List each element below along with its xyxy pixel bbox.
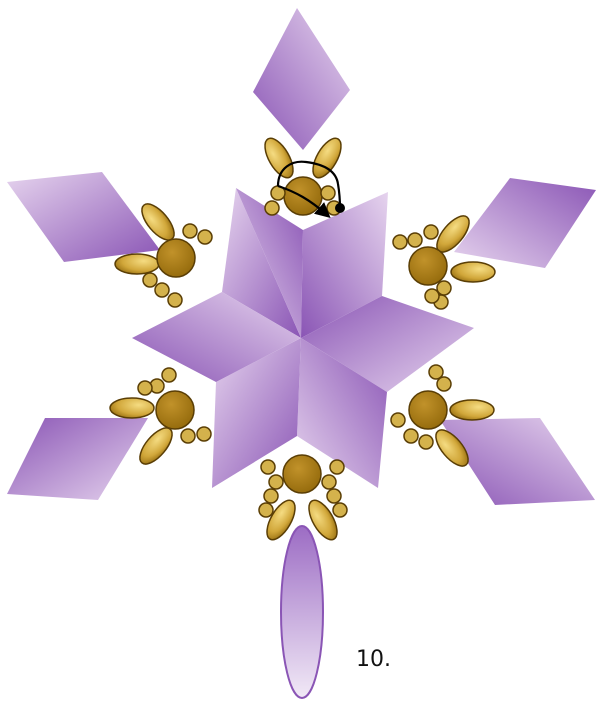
seed-bead xyxy=(391,413,405,427)
rice-bead xyxy=(115,254,159,274)
round-bead-large xyxy=(283,455,321,493)
round-bead-large xyxy=(156,391,194,429)
seed-bead xyxy=(408,233,422,247)
seed-bead xyxy=(327,489,341,503)
rice-bead xyxy=(307,134,346,182)
teardrop-pendant xyxy=(281,526,323,698)
needle-start-dot xyxy=(335,203,345,213)
step-number-label: 10. xyxy=(356,647,391,672)
seed-bead xyxy=(333,503,347,517)
seed-bead xyxy=(404,429,418,443)
round-bead-large xyxy=(409,391,447,429)
round-bead-large xyxy=(409,247,447,285)
seed-bead xyxy=(330,460,344,474)
seed-bead xyxy=(197,427,211,441)
seed-bead xyxy=(138,381,152,395)
seed-bead xyxy=(155,283,169,297)
arm-diamond-lower-left xyxy=(7,418,148,500)
seed-bead xyxy=(261,460,275,474)
rice-bead xyxy=(110,398,154,418)
round-bead-large xyxy=(157,239,195,277)
seed-bead xyxy=(419,435,433,449)
seed-bead xyxy=(259,503,273,517)
seed-bead xyxy=(181,429,195,443)
rice-bead xyxy=(451,262,495,282)
seed-bead xyxy=(183,224,197,238)
seed-bead xyxy=(425,289,439,303)
seed-bead xyxy=(322,475,336,489)
seed-bead xyxy=(264,489,278,503)
arm-diamond-upper-right xyxy=(454,178,596,268)
arm-diamond-top xyxy=(253,8,350,150)
seed-bead xyxy=(424,225,438,239)
arm-diamond-upper-left xyxy=(7,172,160,262)
rice-bead xyxy=(450,400,494,420)
seed-bead xyxy=(269,475,283,489)
seed-bead xyxy=(265,201,279,215)
round-bead-large xyxy=(284,177,322,215)
seed-bead xyxy=(321,186,335,200)
seed-bead xyxy=(393,235,407,249)
seed-bead xyxy=(143,273,157,287)
seed-bead xyxy=(437,377,451,391)
seed-bead xyxy=(168,293,182,307)
seed-bead xyxy=(162,368,176,382)
seed-bead xyxy=(198,230,212,244)
